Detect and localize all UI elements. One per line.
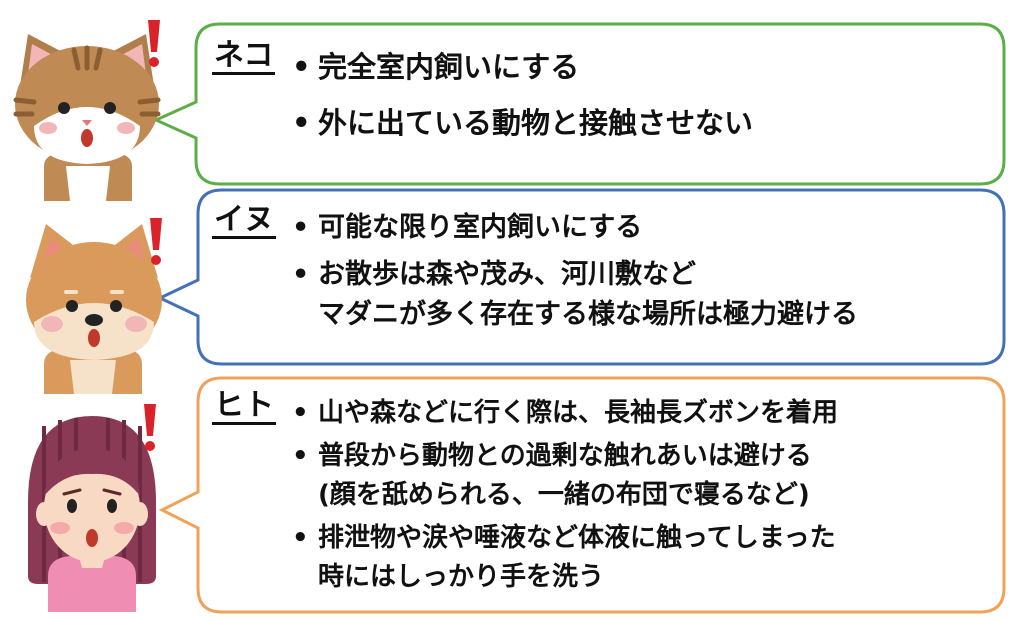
item-list-cat: 完全室内飼いにする 外に出ている動物と接触させない — [292, 46, 753, 145]
section-cat: ネコ 完全室内飼いにする 外に出ている動物と接触させない — [0, 0, 1024, 201]
section-label-dog: イヌ — [212, 202, 276, 239]
section-label-cat: ネコ — [212, 38, 276, 75]
cat-face-icon — [13, 34, 161, 201]
list-item: お散歩は森や茂み、河川敷など — [292, 255, 858, 296]
list-item-continuation: 時にはしっかり手を洗う — [318, 562, 605, 592]
list-item-continuation: マダニが多く存在する様な場所は極力避ける — [318, 299, 858, 330]
section-person: ヒト 山や森などに行く際は、長袖長ズボンを着用 普段から動物との過剰な触れあいは… — [0, 372, 1024, 619]
list-item: 可能な限り室内飼いにする — [292, 208, 858, 249]
list-item: 普段から動物との過剰な触れあいは避ける — [292, 437, 838, 476]
item-list-dog: 可能な限り室内飼いにする お散歩は森や茂み、河川敷など マダニが多く存在する様な… — [292, 208, 858, 336]
exclamation-icon — [148, 20, 160, 67]
exclamation-icon — [150, 218, 162, 265]
section-dog: イヌ 可能な限り室内飼いにする お散歩は森や茂み、河川敷など マダニが多く存在す… — [0, 186, 1024, 394]
woman-face-icon — [28, 416, 156, 612]
list-item: 外に出ている動物と接触させない — [292, 102, 753, 146]
section-label-person: ヒト — [212, 388, 276, 425]
list-item: 排泄物や涙や唾液など体液に触ってしまった — [292, 519, 838, 558]
list-item-continuation: (顔を舐められる、一緒の布団で寝るなど) — [318, 480, 810, 510]
list-item: 山や森などに行く際は、長袖長ズボンを着用 — [292, 394, 838, 433]
exclamation-icon — [144, 404, 156, 451]
item-list-person: 山や森などに行く際は、長袖長ズボンを着用 普段から動物との過剰な触れあいは避ける… — [292, 394, 838, 597]
dog-face-icon — [26, 224, 162, 394]
list-item: 完全室内飼いにする — [292, 46, 753, 90]
